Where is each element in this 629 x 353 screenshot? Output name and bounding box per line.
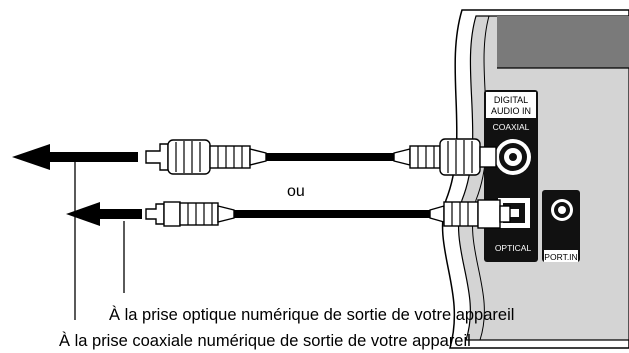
optical-cable-wire [234, 210, 430, 218]
coaxial-plug-left-tip [145, 143, 169, 171]
coaxial-jack [495, 139, 531, 175]
port-in-jack [551, 199, 573, 221]
optical-arrow-head [66, 202, 100, 226]
coaxial-plug-right-body [439, 138, 481, 176]
digital-audio-in-line2: AUDIO IN [491, 106, 531, 116]
coaxial-source-caption: À la prise coaxiale numérique de sortie … [59, 332, 471, 350]
optical-cable [66, 199, 511, 229]
coaxial-plug-left-boot [209, 145, 251, 169]
coaxial-arrow-head [12, 144, 50, 170]
optical-source-caption: À la prise optique numérique de sortie d… [109, 306, 515, 324]
port-in-label: PORT.IN [544, 252, 577, 262]
digital-audio-in-header-box [486, 92, 536, 118]
optical-plug-left-taper [217, 205, 235, 223]
coaxial-plug-right-boot [409, 145, 441, 169]
device-top-band [497, 16, 629, 68]
optical-label: OPTICAL [495, 243, 532, 253]
coaxial-plug-right-taper [393, 148, 411, 166]
device-housing: DIGITAL AUDIO IN COAXIAL OPTICAL PORT.IN [441, 9, 629, 349]
coaxial-label: COAXIAL [493, 122, 530, 132]
optical-plug-right-taper [429, 205, 445, 223]
coaxial-cable-wire [266, 153, 394, 161]
coaxial-plug-left-body [167, 139, 211, 175]
digital-audio-in-line1: DIGITAL [494, 95, 528, 105]
coaxial-plug-left-taper [249, 148, 267, 166]
optical-plug-left-body [163, 201, 181, 227]
optical-plug-left-tip [145, 203, 165, 225]
or-label: ou [287, 183, 305, 200]
device-inner-edge [472, 15, 490, 341]
port-in-label-box [544, 250, 578, 262]
optical-arrow-shaft [98, 209, 142, 219]
coaxial-plug-right-tip [479, 146, 497, 168]
coaxial-arrow-shaft [48, 152, 138, 162]
optical-plug-right-tip [499, 205, 511, 223]
optical-plug-right-boot [443, 201, 479, 227]
coaxial-cable [12, 138, 497, 176]
optical-plug-right-body [477, 199, 501, 229]
